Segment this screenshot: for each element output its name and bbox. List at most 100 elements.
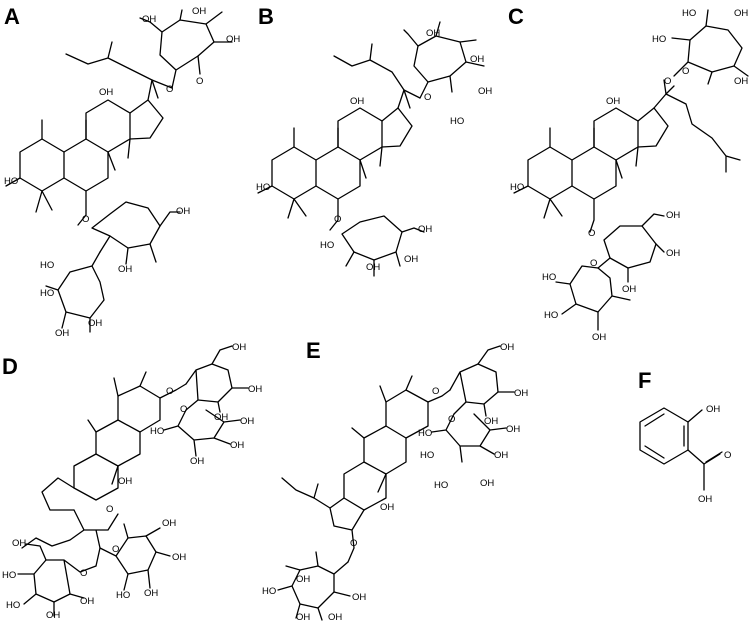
panel-a-atom-label: O — [82, 214, 89, 225]
panel-f-atom-label: O — [724, 450, 731, 461]
panel-e-atom-label: O — [350, 538, 357, 549]
panel-c-atom-label: OH — [666, 210, 680, 221]
panel-c-atom-label: O — [588, 228, 595, 239]
panel-c-atom-label: HO — [544, 310, 558, 321]
panel-d-atom-label: OH — [214, 412, 228, 423]
panel-a-atom-label: HO — [40, 260, 54, 271]
panel-b-atom-label: HO — [450, 116, 464, 127]
panel-e-atom-label: O — [432, 386, 439, 397]
panel-b-atom-label: OH — [366, 262, 380, 273]
panel-e-atom-label: OH — [484, 416, 498, 427]
panel-d-atom-label: O — [80, 568, 87, 579]
panel-a-atom-label: HO — [4, 176, 18, 187]
panel-c-atom-label: OH — [734, 8, 748, 19]
panel-e: E O OH OH OH O OH HO HO HO OH OH OH — [262, 338, 528, 622]
panel-f-label: F — [638, 368, 651, 393]
panel-e-structure: O OH OH OH O OH HO HO HO OH OH OH O OH O… — [262, 342, 528, 622]
panel-d-atom-label: OH — [190, 456, 204, 467]
panel-c-atom-label: HO — [542, 272, 556, 283]
panel-e-atom-label: HO — [434, 480, 448, 491]
panel-c-atom-label: HO — [652, 34, 666, 45]
panel-a-atom-label: OH — [88, 318, 102, 329]
panel-c-atom-label: OH — [734, 76, 748, 87]
panel-a-atom-label: O — [196, 76, 203, 87]
panel-e-atom-label: OH — [296, 612, 310, 622]
panel-c-atom-label: HO — [510, 182, 524, 193]
panel-c-atom-label: O — [590, 258, 597, 269]
panel-c-label: C — [508, 4, 524, 29]
panel-d-atom-label: OH — [232, 342, 246, 353]
panel-d-atom-label: HO — [6, 600, 20, 611]
panel-b-label: B — [258, 4, 274, 29]
panel-b-atom-label: O — [424, 92, 431, 103]
panel-a-label: A — [4, 4, 20, 29]
panel-b: B OH O OH OH HO OH HO O OH HO OH — [256, 4, 492, 277]
panel-c-atom-label: OH — [606, 96, 620, 107]
panel-d-atom-label: HO — [116, 590, 130, 601]
panel-f-structure: OH O OH — [639, 404, 731, 505]
panel-d: D O OH OH OH O OH OH HO OH OH O — [2, 342, 262, 621]
panel-a-atom-label: OH — [142, 14, 156, 25]
panel-a-atom-label: OH — [118, 264, 132, 275]
panel-e-atom-label: HO — [262, 586, 276, 597]
panel-c-atom-label: OH — [666, 248, 680, 259]
panel-b-atom-label: O — [334, 214, 341, 225]
panel-d-atom-label: O — [112, 544, 119, 555]
panel-e-atom-label: OH — [494, 450, 508, 461]
panel-e-atom-label: OH — [500, 342, 514, 353]
panel-d-atom-label: O — [180, 404, 187, 415]
panel-c-atom-label: O — [664, 76, 671, 87]
panel-b-structure: OH O OH OH HO OH HO O OH HO OH OH — [256, 21, 492, 277]
panel-f-atom-label: OH — [698, 494, 712, 505]
panel-c-atom-label: OH — [622, 284, 636, 295]
panel-d-atom-label: HO — [150, 426, 164, 437]
panel-e-atom-label: OH — [514, 388, 528, 399]
panel-c-atom-label: O — [682, 66, 689, 77]
panel-a: A HO OH O OH OH OH O — [4, 4, 240, 339]
panel-c-atom-label: OH — [592, 332, 606, 343]
panel-e-atom-label: O — [448, 414, 455, 425]
panel-b-atom-label: OH — [426, 28, 440, 39]
panel-d-structure: O OH OH OH O OH OH HO OH OH O OH OH O OH… — [2, 342, 262, 621]
panel-d-atom-label: HO — [2, 570, 16, 581]
panel-e-atom-label: OH — [328, 612, 342, 622]
panel-b-atom-label: OH — [470, 54, 484, 65]
panel-b-atom-label: OH — [404, 254, 418, 265]
panel-d-atom-label: OH — [118, 476, 132, 487]
panel-e-atom-label: OH — [352, 592, 366, 603]
panel-b-atom-label: OH — [418, 224, 432, 235]
panel-a-structure: HO OH O OH OH OH O O OH OH HO HO OH OH — [4, 6, 240, 339]
panel-a-atom-label: OH — [99, 87, 113, 98]
panel-d-atom-label: OH — [80, 596, 94, 607]
panel-e-label: E — [306, 338, 321, 363]
panel-a-atom-label: OH — [226, 34, 240, 45]
panel-d-atom-label: OH — [162, 518, 176, 529]
panel-d-atom-label: OH — [240, 416, 254, 427]
panel-d-atom-label: O — [106, 504, 113, 515]
panel-c: C HO HO OH OH O OH O HO O OH — [508, 4, 749, 343]
panel-e-atom-label: OH — [380, 502, 394, 513]
panel-f-atom-label: OH — [706, 404, 720, 415]
panel-d-atom-label: OH — [12, 538, 26, 549]
panel-d-atom-label: OH — [144, 588, 158, 599]
panel-e-atom-label: OH — [480, 478, 494, 489]
panel-d-atom-label: O — [166, 386, 173, 397]
panel-a-atom-label: O — [166, 84, 173, 95]
panel-e-atom-label: HO — [420, 450, 434, 461]
panel-d-atom-label: OH — [248, 384, 262, 395]
panel-a-atom-label: OH — [192, 6, 206, 17]
panel-d-atom-label: OH — [46, 610, 60, 621]
panel-d-atom-label: OH — [230, 440, 244, 451]
panel-e-atom-label: OH — [506, 424, 520, 435]
panel-b-atom-label: OH — [478, 86, 492, 97]
panel-c-atom-label: HO — [682, 8, 696, 19]
panel-b-atom-label: OH — [350, 96, 364, 107]
panel-e-atom-label: OH — [296, 574, 310, 585]
panel-b-atom-label: HO — [256, 182, 270, 193]
panel-b-atom-label: HO — [320, 240, 334, 251]
panel-c-structure: HO HO OH OH O OH O HO O OH OH OH O HO HO… — [510, 8, 749, 343]
panel-d-atom-label: OH — [172, 552, 186, 563]
panel-a-atom-label: HO — [40, 288, 54, 299]
panel-d-label: D — [2, 354, 18, 379]
